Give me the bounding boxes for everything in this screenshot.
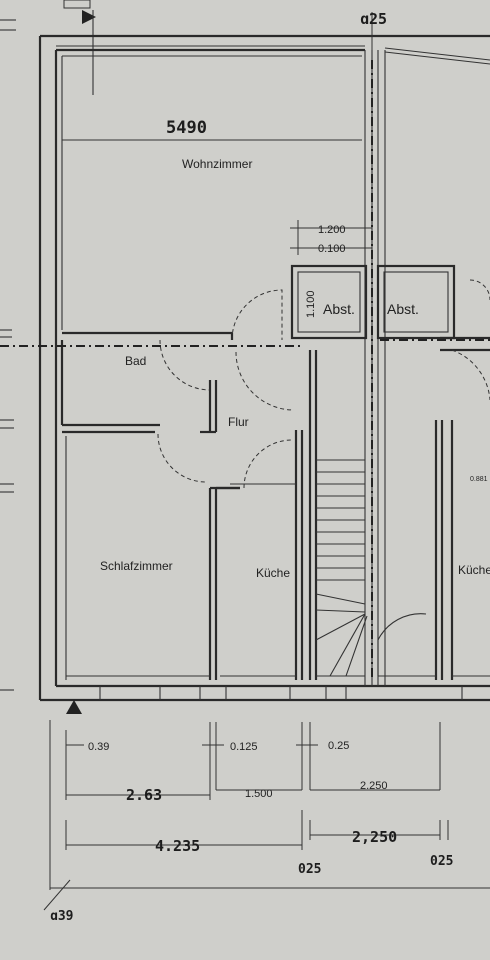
schlafzimmer-walls bbox=[65, 436, 240, 680]
dim-side-wall: 0.39 bbox=[88, 741, 109, 753]
room-label-kueche-right: Küche bbox=[458, 563, 490, 577]
abst-walls bbox=[290, 264, 490, 352]
dim-bottom-wall: ɑ39 bbox=[50, 909, 73, 924]
dim-niche-width: 1.200 bbox=[318, 224, 346, 236]
room-label-kueche-left: Küche bbox=[256, 566, 290, 580]
staircase bbox=[308, 350, 368, 680]
door-swings bbox=[157, 279, 490, 676]
room-label-bad: Bad bbox=[125, 354, 146, 368]
window-ticks bbox=[99, 686, 463, 700]
room-label-wohnzimmer: Wohnzimmer bbox=[182, 157, 252, 171]
room-label-abst-2: Abst. bbox=[387, 301, 419, 317]
dim-top-wall: ɑ25 bbox=[360, 10, 387, 28]
dim-kueche-width: 1.500 bbox=[245, 788, 273, 800]
dim-niche-wall: 0.100 bbox=[318, 243, 346, 255]
dim-partition-1: 0.125 bbox=[230, 741, 258, 753]
dim-schlafzimmer-width: 2.63 bbox=[126, 786, 162, 804]
wohnzimmer-walls bbox=[61, 55, 362, 340]
dim-partition-2: 0.25 bbox=[328, 740, 349, 752]
dim-wohnzimmer-width: 5490 bbox=[166, 118, 207, 138]
bad-walls bbox=[60, 340, 218, 434]
dimension-lines bbox=[43, 220, 490, 911]
room-label-abst-1: Abst. bbox=[323, 301, 355, 317]
dim-right-edge: 0.881 bbox=[470, 476, 488, 483]
left-edge-marks bbox=[0, 19, 16, 691]
dim-wall-a: 025 bbox=[298, 862, 321, 877]
right-unit-walls bbox=[378, 420, 490, 680]
outer-walls bbox=[38, 34, 490, 702]
room-label-schlafzimmer: Schlafzimmer bbox=[100, 559, 173, 573]
dim-stair-width: 2.250 bbox=[360, 780, 388, 792]
room-label-flur: Flur bbox=[228, 415, 249, 429]
dim-abst-depth: 1.100 bbox=[305, 290, 317, 318]
dim-total-left: 4.235 bbox=[155, 837, 200, 855]
kueche-left-walls bbox=[216, 430, 304, 680]
dim-stair-width-2: 2,250 bbox=[352, 828, 397, 846]
dim-wall-b: 025 bbox=[430, 854, 453, 869]
